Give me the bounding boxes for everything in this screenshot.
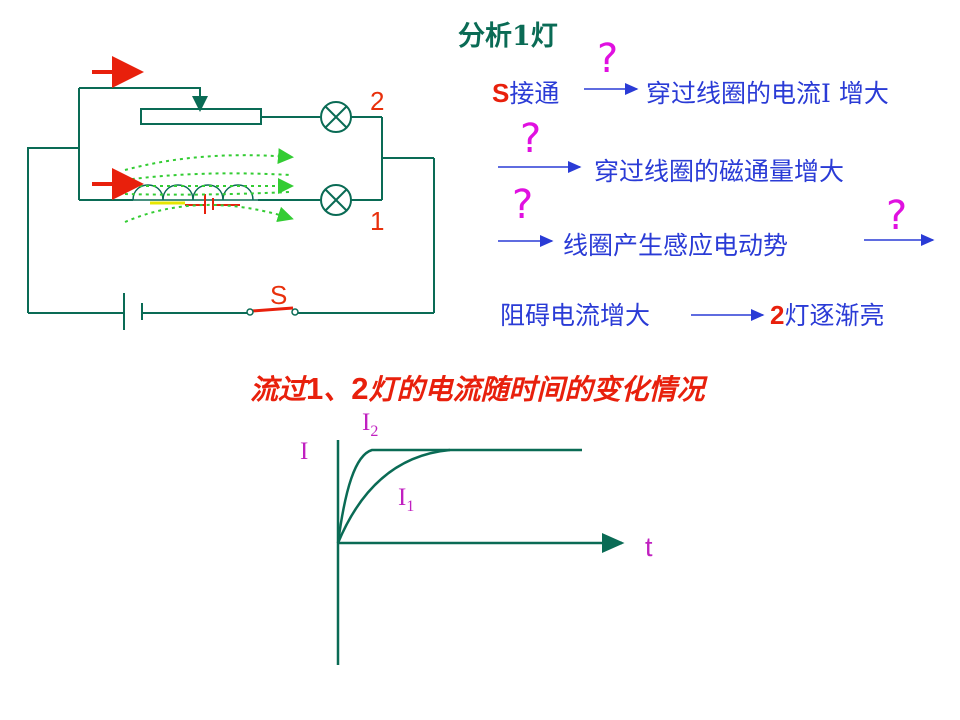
question-mark-2: ? (520, 116, 542, 162)
question-mark-1: ? (597, 36, 619, 82)
question-mark-3: ? (512, 182, 534, 228)
step2-result: 穿过线圈的磁通量增大 (594, 157, 845, 186)
s-letter: S (492, 78, 510, 108)
flow-arrows (498, 83, 935, 321)
curve-i1-label: I1 (398, 484, 414, 516)
curve-i1-base: I (398, 484, 407, 511)
x-axis-label: t (645, 532, 653, 562)
s-text: 接通 (509, 79, 560, 108)
graph-heading: 流过1、2灯的电流随时间的变化情况 (250, 368, 705, 408)
magnetic-field-lines (124, 148, 294, 223)
battery (123, 293, 143, 330)
hinder-text: 阻碍电流增大 (500, 301, 651, 330)
heading-sep: 、 (323, 373, 352, 406)
lamp-2-label: 2 (370, 86, 385, 116)
lamp-result-text: 灯逐渐亮 (784, 301, 885, 330)
curve-i1 (336, 448, 451, 544)
y-axis-label: I (300, 438, 309, 465)
page-title: 分析1灯 (458, 21, 558, 52)
lamp-result: 2灯逐渐亮 (770, 296, 884, 332)
curve-i1-sub: 1 (406, 498, 415, 515)
step1-result: 穿过线圈的电流I 增大 (646, 79, 889, 108)
outer-left-wire (27, 147, 79, 313)
lamp-result-num: 2 (770, 300, 785, 330)
current-time-graph (336, 440, 625, 665)
inductor-coil (132, 184, 258, 201)
curve-i2-label: I2 (362, 409, 378, 441)
curve-i2-base: I (362, 409, 371, 436)
switch-label: S (270, 280, 288, 310)
rheostat (140, 108, 262, 125)
heading-pre: 流过 (250, 373, 307, 406)
lamp-1-label: 1 (370, 206, 385, 236)
step3-result: 线圈产生感应电动势 (563, 231, 789, 260)
heading-num2: 2 (351, 371, 369, 406)
heading-post: 灯的电流随时间的变化情况 (368, 373, 705, 406)
circuit-wires (27, 87, 435, 314)
rheostat-tap-wire (79, 87, 208, 112)
heading-num1: 1 (306, 371, 324, 406)
question-mark-4: ? (886, 193, 908, 239)
step1-cause: S接通 (492, 74, 559, 110)
switch (246, 306, 299, 316)
curve-i2-sub: 2 (370, 423, 379, 440)
curve-i2 (336, 448, 582, 544)
